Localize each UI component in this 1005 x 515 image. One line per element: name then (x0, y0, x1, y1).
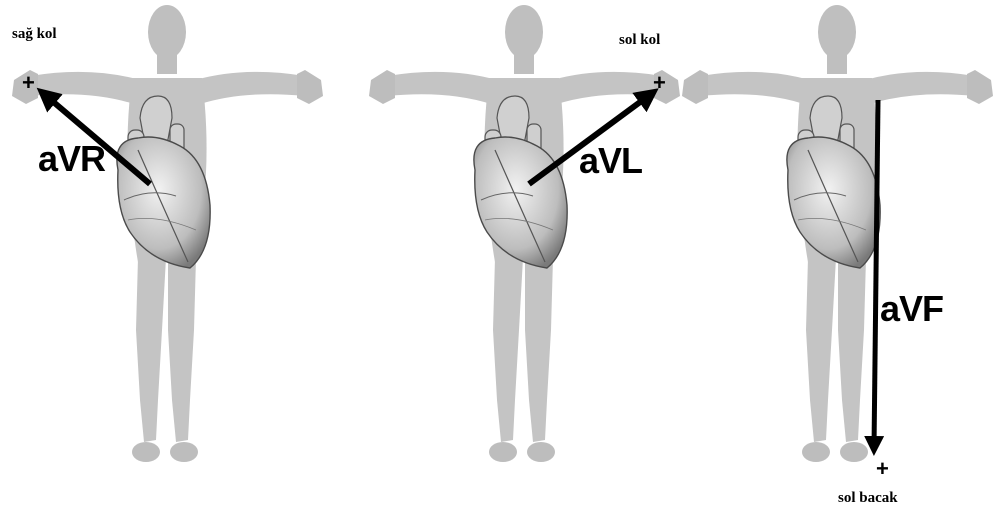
body-figure (670, 0, 1005, 515)
body-figure (357, 0, 692, 515)
limb-label: sağ kol (12, 26, 57, 43)
positive-electrode-sign: + (22, 70, 35, 96)
lead-label: aVL (579, 140, 642, 182)
panel-avr: sağ kol + aVR (0, 0, 335, 515)
lead-label: aVR (38, 138, 105, 180)
panel-avf: + aVF sol bacak (670, 0, 1005, 515)
positive-electrode-sign: + (653, 70, 666, 96)
lead-label: aVF (880, 288, 943, 330)
panel-avl: sol kol + aVL (357, 0, 692, 515)
positive-electrode-sign: + (876, 456, 889, 482)
limb-label: sol kol (619, 32, 660, 49)
body-figure (0, 0, 335, 515)
limb-label: sol bacak (838, 490, 898, 507)
